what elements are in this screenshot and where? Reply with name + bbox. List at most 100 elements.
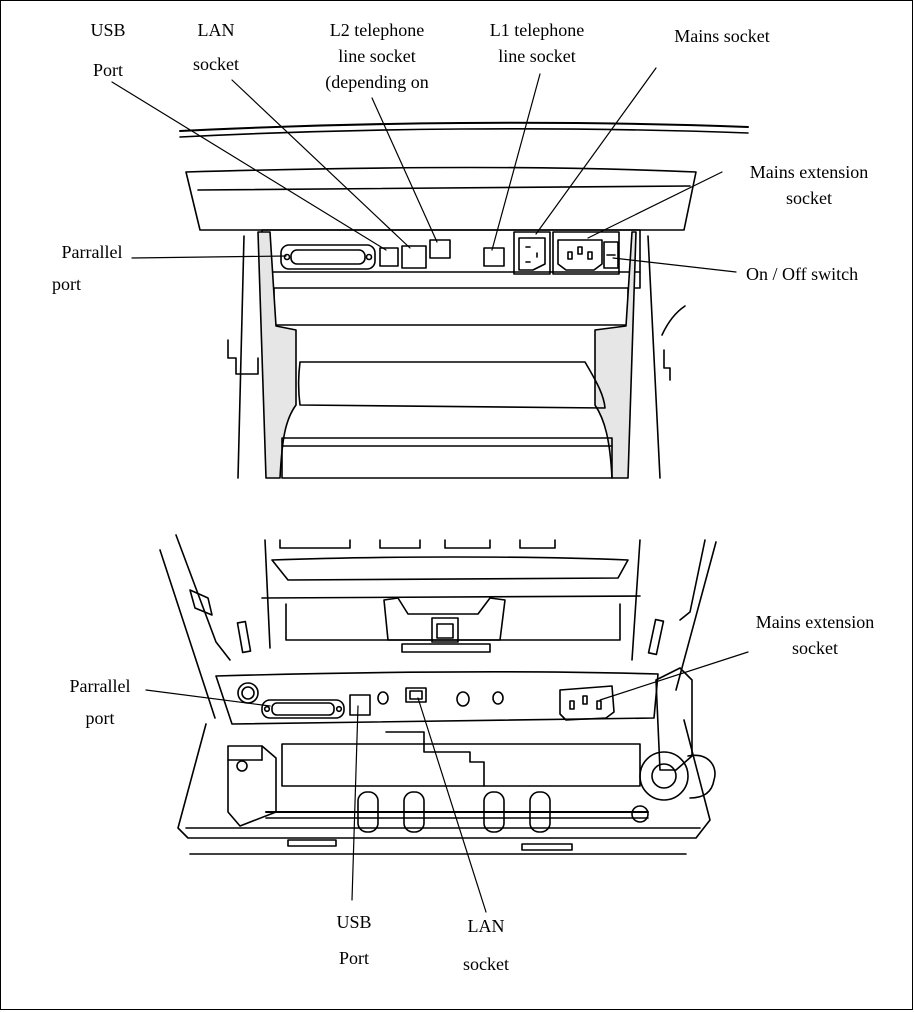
- top-right-leg: [594, 231, 637, 479]
- bottom-mains-ext-pin-2: [582, 695, 588, 705]
- leader-top-switch: [612, 257, 737, 273]
- bottom-lower-body: [177, 719, 711, 839]
- label-top-l1-line2: line socket: [498, 46, 576, 66]
- bottom-left-block: [227, 745, 277, 827]
- leader-bottom-parallel: [145, 689, 271, 707]
- bottom-latch-inner: [436, 623, 454, 639]
- top-l1-socket: [483, 247, 505, 267]
- label-top-mains-ext-line1: Mains extension: [749, 162, 869, 182]
- bottom-hole-2: [456, 691, 470, 707]
- label-top-mains-line1: Mains socket: [674, 26, 770, 46]
- bottom-parallel-port-shell: [261, 699, 345, 719]
- bottom-parallel-screw-right: [335, 705, 343, 713]
- top-lower-body: [273, 287, 629, 326]
- bottom-inner-frame: [281, 743, 641, 787]
- bottom-right-upright: [631, 539, 641, 661]
- top-mains-socket-frame: [513, 231, 551, 275]
- leader-top-parallel: [131, 255, 287, 259]
- top-socket-panel: [261, 229, 641, 289]
- top-mains-ext-pin-3: [587, 251, 593, 260]
- bottom-right-outer: [675, 541, 717, 691]
- bottom-left-slot: [236, 620, 252, 654]
- bottom-mains-ext-pin-3: [596, 700, 602, 710]
- label-bottom-usb-line1: USB: [336, 912, 372, 932]
- bottom-central-latch: [383, 597, 506, 641]
- bottom-gear-large: [639, 751, 689, 801]
- bottom-open-view-drawing: [159, 534, 717, 855]
- label-top-parallel-line2: port: [52, 274, 81, 294]
- top-parallel-port-shell: [280, 244, 376, 270]
- leader-top-mains-ext: [587, 171, 723, 239]
- top-right-hook: [661, 305, 686, 336]
- top-right-wall: [647, 235, 661, 479]
- top-paper-tray: [281, 437, 613, 479]
- top-mains-socket-body: [518, 237, 546, 271]
- bottom-parallel-port-connector: [271, 702, 335, 716]
- bottom-right-slot: [647, 618, 665, 656]
- label-bottom-usb-port: USB Port: [304, 910, 404, 970]
- label-top-mains-socket: Mains socket: [652, 24, 792, 48]
- bottom-round-knob-inner: [241, 686, 255, 700]
- bottom-interior-shelf: [261, 595, 641, 599]
- label-bottom-lan-line2: socket: [463, 954, 509, 974]
- label-top-mains-extension: Mains extension socket: [724, 160, 894, 210]
- leader-top-mains: [535, 67, 657, 235]
- top-leader-lines: [111, 67, 737, 273]
- label-top-lan-line2: socket: [193, 54, 239, 74]
- label-bottom-parallel-line2: port: [85, 708, 115, 728]
- top-mains-ext-pin-2: [577, 246, 583, 255]
- label-bottom-mains-ext-line1: Mains extension: [755, 612, 875, 632]
- label-top-l2-socket: L2 telephone line socket (depending on: [292, 18, 462, 94]
- label-top-mains-ext-line2: socket: [786, 188, 832, 208]
- bottom-left-outer: [159, 549, 216, 719]
- bottom-gear-cap: [687, 754, 716, 799]
- top-left-wall: [237, 235, 245, 479]
- bottom-usb-port: [349, 694, 371, 716]
- bottom-gear-mid: [651, 763, 677, 789]
- label-top-l1-line1: L1 telephone: [489, 20, 585, 40]
- bottom-lan-socket: [405, 687, 427, 703]
- label-bottom-lan-socket: LAN socket: [436, 914, 536, 976]
- top-lan-socket: [401, 245, 427, 269]
- top-mains-ext-body: [557, 239, 603, 271]
- label-bottom-usb-line2: Port: [338, 948, 369, 968]
- bottom-rear-panel: [215, 671, 659, 725]
- label-top-parallel-port: Parrallel port: [42, 240, 142, 296]
- bottom-left-upright: [264, 539, 271, 649]
- label-top-l1-socket: L1 telephone line socket: [462, 18, 612, 68]
- bottom-left-block-hole: [236, 760, 248, 772]
- top-rear-view-drawing: [179, 121, 749, 479]
- bottom-interior-top: [279, 539, 556, 549]
- label-top-l2-line1: L2 telephone: [329, 20, 425, 40]
- bottom-left-wing: [189, 589, 213, 616]
- bottom-interior-back: [271, 556, 629, 581]
- label-bottom-lan-line1: LAN: [467, 916, 505, 936]
- top-usb-port: [379, 247, 399, 267]
- top-mains-ext-frame: [552, 231, 620, 275]
- top-on-off-switch: [603, 241, 619, 269]
- top-housing-shadow: [197, 185, 691, 191]
- leader-bottom-mains-ext: [599, 651, 749, 701]
- leader-top-lan: [231, 79, 411, 249]
- bottom-hole-3: [492, 691, 504, 705]
- bottom-inner-bracket: [385, 731, 485, 787]
- bottom-hole-1: [377, 691, 389, 705]
- leader-top-usb: [111, 81, 387, 251]
- bottom-round-knob: [237, 682, 259, 704]
- label-bottom-mains-extension: Mains extension socket: [730, 610, 900, 660]
- leader-top-l1: [491, 73, 541, 251]
- label-top-usb-line2: Port: [92, 60, 123, 80]
- label-bottom-mains-ext-line2: socket: [792, 638, 838, 658]
- label-bottom-parallel-port: Parrallel port: [50, 674, 150, 730]
- bottom-base-slot-1: [287, 839, 337, 847]
- top-left-bracket: [227, 339, 259, 375]
- bottom-right-panel: [679, 539, 706, 621]
- leader-top-l2: [371, 97, 438, 243]
- bottom-leader-lines: [145, 651, 749, 913]
- label-top-on-off-switch: On / Off switch: [746, 262, 906, 286]
- label-top-l2-line3: (depending on: [325, 72, 429, 92]
- top-left-leg: [257, 231, 297, 479]
